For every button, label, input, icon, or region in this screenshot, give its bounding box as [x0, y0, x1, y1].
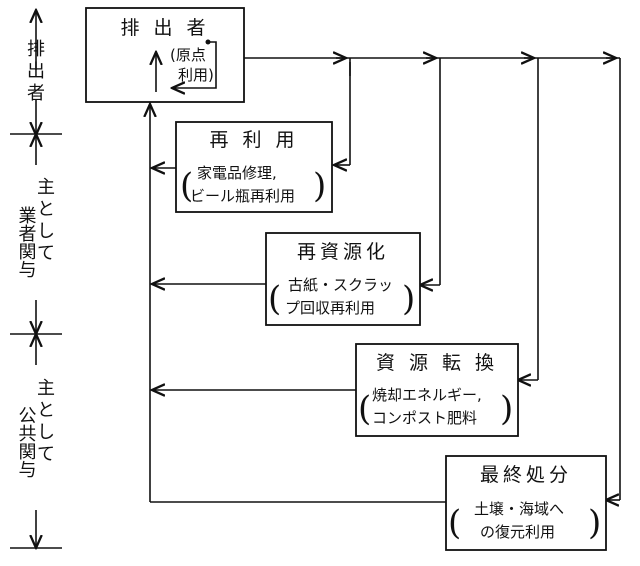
- conversion-line1: 焼却エネルギー,: [372, 386, 482, 404]
- open-paren-icon: (: [268, 279, 281, 319]
- close-paren-icon: ): [313, 166, 326, 206]
- disposal-box: 最終処分 ( 土壌・海域へ の復元利用 ): [445, 455, 607, 551]
- public-involvement-label: 公共関与: [16, 406, 37, 478]
- emitter-title: 排 出 者: [120, 17, 209, 39]
- disposal-line2: の復元利用: [480, 523, 555, 541]
- side-char: 排: [27, 39, 45, 60]
- left-scale: [10, 10, 62, 548]
- reuse-line1: 家電品修理,: [197, 164, 277, 182]
- recycle-line1: 古紙・スクラッ: [288, 276, 393, 294]
- side-char: 主: [37, 378, 55, 399]
- open-paren-icon: (: [358, 389, 371, 429]
- close-paren-icon: ): [402, 279, 415, 319]
- reuse-box: 再 利 用 ( 家電品修理, ビール瓶再利用 ): [175, 121, 333, 213]
- disposal-line1: 土壌・海域へ: [474, 500, 564, 518]
- recycle-title: 再資源化: [297, 241, 389, 263]
- emitter-note-line1: (原点: [170, 46, 206, 64]
- open-paren-icon: (: [180, 166, 193, 206]
- side-char: と: [37, 400, 55, 421]
- disposal-title: 最終処分: [480, 464, 572, 486]
- close-paren-icon: ): [500, 389, 513, 429]
- side-char: し: [37, 422, 55, 443]
- side-char: て: [37, 243, 55, 264]
- close-paren-icon: ): [588, 503, 601, 543]
- conversion-box: 資 源 転 換 ( 焼却エネルギー, コンポスト肥料 ): [355, 343, 519, 437]
- sidebar-business-label: 主 と し て: [37, 177, 55, 264]
- reuse-line2: ビール瓶再利用: [190, 187, 295, 205]
- side-char: し: [37, 221, 55, 242]
- emitter-note-line2: 利用): [178, 66, 214, 84]
- business-involvement-label: 業者関与: [16, 206, 37, 278]
- reuse-title: 再 利 用: [209, 129, 298, 151]
- sidebar-emitter-label: 排 出 者: [27, 39, 45, 104]
- conversion-line2: コンポスト肥料: [372, 409, 477, 427]
- open-paren-icon: (: [448, 503, 461, 543]
- side-char: 出: [27, 61, 45, 82]
- sidebar-public-label: 主 と し て: [37, 378, 55, 465]
- side-char: と: [37, 199, 55, 220]
- flow-lines: [150, 58, 621, 502]
- sidebar-vertical-words: 業者関与 公共関与: [16, 206, 37, 478]
- recycle-line2: プ回収再利用: [285, 299, 375, 317]
- conversion-title: 資 源 転 換: [376, 352, 498, 374]
- emitter-box: 排 出 者 (原点 利用): [85, 7, 245, 103]
- side-char: 者: [27, 83, 45, 104]
- side-char: て: [37, 444, 55, 465]
- side-char: 主: [37, 177, 55, 198]
- recycle-box: 再資源化 ( 古紙・スクラッ プ回収再利用 ): [265, 232, 421, 326]
